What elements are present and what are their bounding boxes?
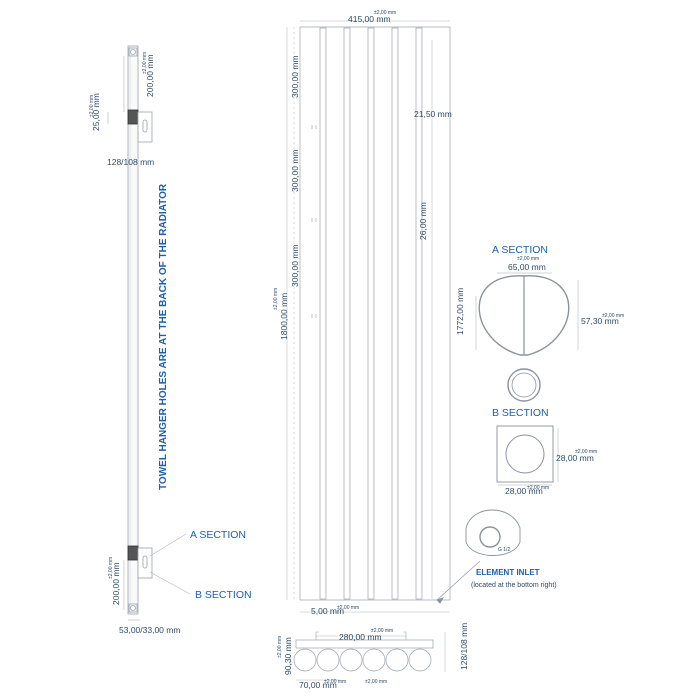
front-view bbox=[286, 20, 451, 613]
side-top-cap bbox=[128, 47, 138, 57]
tube-1 bbox=[319, 27, 327, 600]
front-bottom-gap: 5,00 mm bbox=[311, 606, 344, 616]
bottom-depth-dim: 128/108 mm bbox=[459, 623, 469, 670]
b-section-width: 28,00 mm bbox=[505, 486, 543, 496]
bottom-tube-2 bbox=[316, 648, 340, 672]
front-bottom-gap-tol: ±2,00 mm bbox=[337, 605, 359, 611]
front-height-dim: 1800,00 mm bbox=[279, 293, 289, 340]
bottom-tube-5 bbox=[385, 648, 409, 672]
b-section-width-tol: ±2,00 mm bbox=[527, 485, 549, 491]
inlet-outline bbox=[465, 509, 521, 556]
side-bottom-hole-tol: ±2,00 mm bbox=[108, 557, 114, 579]
inlet-circle bbox=[479, 526, 501, 548]
side-top-depth: 128/108 mm bbox=[107, 157, 154, 167]
top-bracket-slot bbox=[142, 119, 148, 133]
a-section-detail bbox=[475, 272, 579, 356]
bottom-view bbox=[289, 631, 446, 681]
front-height-tol: ±2,00 mm bbox=[273, 288, 279, 310]
a-section-title-tol: ±2,00 mm bbox=[517, 256, 539, 262]
inlet-size: G 1/2 bbox=[498, 547, 510, 553]
side-top-offset-dim: 25,00 mm bbox=[91, 93, 101, 131]
bottom-tube-3 bbox=[339, 648, 363, 672]
inlet-title: ELEMENT INLET bbox=[476, 568, 540, 577]
front-spacing-2: 300,00 mm bbox=[290, 149, 300, 192]
front-width-tol: ±2,00 mm bbox=[374, 10, 396, 16]
bottom-bar bbox=[295, 639, 434, 649]
bottom-tube-6 bbox=[408, 648, 432, 672]
tube-5 bbox=[415, 27, 423, 600]
bottom-offset-dim: 70,00 mm bbox=[299, 680, 337, 690]
side-top-hole-dim: 200,00 mm bbox=[145, 54, 155, 97]
b-section-detail bbox=[496, 425, 559, 486]
b-section-height-tol: ±2,00 mm bbox=[575, 449, 597, 455]
b-round-outer bbox=[507, 368, 541, 402]
side-top-hole-tol: ±2,00 mm bbox=[142, 52, 148, 74]
b-section-square bbox=[496, 425, 554, 483]
tube-3 bbox=[367, 27, 375, 600]
a-section-depth: 57,30 mm bbox=[581, 316, 619, 326]
top-bracket-block bbox=[127, 109, 139, 125]
bottom-tube-1 bbox=[293, 648, 317, 672]
a-section-title: A SECTION bbox=[492, 244, 548, 256]
bottom-height-dim: 90,30 mm bbox=[283, 637, 293, 675]
side-view bbox=[107, 45, 191, 621]
bottom-extra-tol: ±2,00 mm bbox=[365, 679, 387, 685]
radiator-tubes bbox=[319, 27, 423, 600]
b-section-round bbox=[507, 368, 541, 402]
front-spacing-3: 300,00 mm bbox=[290, 244, 300, 287]
front-spacing-1: 300,00 mm bbox=[290, 55, 300, 98]
bottom-tube-4 bbox=[362, 648, 386, 672]
side-top-offset-tol: ±2,00 mm bbox=[89, 95, 95, 117]
radiator-frame bbox=[299, 26, 451, 601]
front-inner-height: 1772,00 mm bbox=[455, 288, 465, 335]
tube-4 bbox=[391, 27, 399, 600]
bottom-width-tol: ±2,00 mm bbox=[371, 628, 393, 634]
b-round-inner bbox=[511, 372, 537, 398]
b-section-title: B SECTION bbox=[492, 407, 549, 419]
side-profile bbox=[127, 45, 139, 615]
bottom-bracket-plate bbox=[137, 547, 153, 579]
bottom-bracket-block bbox=[127, 545, 139, 561]
inlet-subtitle: (located at the bottom right) bbox=[471, 582, 557, 589]
b-section-height: 28,00 mm bbox=[556, 453, 594, 463]
bottom-offset-tol: ±2,00 mm bbox=[324, 679, 346, 685]
b-section-callout: B SECTION bbox=[195, 589, 252, 601]
side-bottom-hole-dim: 200,00 mm bbox=[111, 562, 121, 605]
a-section-width: 65,00 mm bbox=[508, 262, 546, 272]
front-gap-dim: 21,50 mm bbox=[414, 109, 452, 119]
bottom-bracket-slot bbox=[142, 555, 148, 569]
bottom-height-tol: ±2,00 mm bbox=[277, 636, 283, 658]
side-bottom-hole bbox=[130, 605, 136, 611]
side-bottom-cap bbox=[128, 603, 138, 613]
a-section-callout: A SECTION bbox=[190, 529, 246, 541]
side-top-hole bbox=[130, 49, 136, 55]
b-section-circle bbox=[505, 434, 545, 474]
tube-2 bbox=[343, 27, 351, 600]
bottom-width-dim: 280,00 mm bbox=[339, 632, 382, 642]
side-bottom-depth: 53,00/33,00 mm bbox=[119, 625, 180, 635]
a-section-depth-tol: ±2,00 mm bbox=[602, 313, 624, 319]
a-section-outline bbox=[478, 275, 570, 356]
front-width-dim: 415,00 mm bbox=[348, 14, 391, 24]
top-bracket-plate bbox=[137, 111, 153, 143]
towel-hanger-note: TOWEL HANGER HOLES ARE AT THE BACK OF TH… bbox=[158, 183, 169, 490]
inlet-detail bbox=[436, 509, 521, 604]
front-tube-spacing: 26,00 mm bbox=[418, 202, 428, 240]
